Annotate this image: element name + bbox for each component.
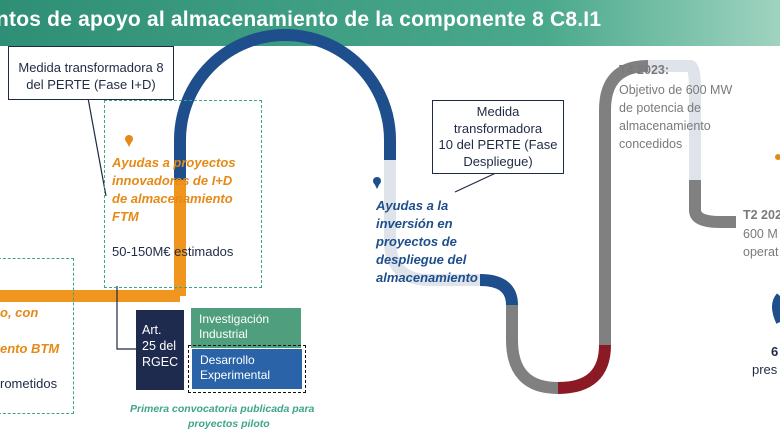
despliegue-line-3: proyectos de [376, 234, 457, 249]
ftm-box [104, 100, 262, 288]
location-pin-icon [125, 135, 133, 147]
page-title: ntos de apoyo al almacenamiento de la co… [0, 8, 602, 31]
despliegue-line-1: Ayudas a la [376, 198, 449, 213]
ftm-title-4: FTM [112, 209, 139, 224]
track-faded-descent [384, 160, 480, 286]
track-blue-edge [772, 293, 780, 324]
track-darkred-section [557, 344, 611, 394]
desarrollo-outline [188, 345, 306, 393]
t2-line-1: 600 M [743, 227, 778, 241]
t4-line-3: almacenamiento [619, 119, 711, 133]
connector-perte10 [454, 171, 499, 193]
ftm-title-3: de almacenamiento [112, 191, 233, 206]
track-faded-top [648, 60, 701, 180]
left-btm-box [0, 258, 74, 414]
desarrollo-line-2: Experimental [200, 368, 271, 382]
left-line-1: o, con [0, 305, 39, 320]
perte-10-line-3: 10 del PERTE (Fase [438, 137, 558, 152]
perte-10-line-2: transformadora [453, 120, 543, 136]
track-gray-right [689, 180, 736, 228]
convocatoria-line-1: Primera convocatoria publicada para [130, 403, 315, 415]
perte-8-label: Medida transformadora 8 del PERTE (Fase … [18, 60, 164, 92]
left-line-3: rometidos [0, 376, 58, 391]
perte-10-line-4: Despliegue) [463, 153, 533, 169]
left-line-2: ento BTM [0, 341, 60, 356]
track-gray-loop [506, 305, 559, 394]
title-banner: ntos de apoyo al almacenamiento de la co… [0, 0, 780, 46]
despliegue-line-4: despliegue del [376, 252, 467, 267]
t4-line-1: Objetivo de 600 MW [619, 83, 733, 97]
connector-perte8 [87, 97, 107, 197]
investigacion-box: Investigación Industrial [191, 308, 301, 348]
investigacion-line-2: Industrial [199, 327, 248, 341]
t2-heading: T2 202 [743, 208, 780, 222]
location-pin-icon [373, 177, 381, 189]
t4-heading: T4 2023: [619, 63, 670, 77]
ftm-title-1: Ayudas a proyectos [112, 155, 236, 170]
track-blue-corner [479, 274, 518, 306]
desarrollo-line-1: Desarrollo [200, 353, 255, 367]
rgec-box: Art. 25 del RGEC [136, 310, 184, 390]
t4-line-2: de potencia de [619, 101, 702, 115]
edge-dot [775, 154, 780, 160]
rgec-line-3: RGEC [142, 355, 179, 369]
ftm-title-2: innovadores de I+D [112, 173, 233, 188]
track-blue-arch [174, 29, 396, 180]
right-bottom-line-2: pres [752, 362, 778, 377]
connector-rgec [116, 286, 136, 350]
rgec-line-1: Art. [142, 323, 162, 337]
convocatoria-line-2: proyectos piloto [188, 418, 270, 430]
t2-line-2: operat [743, 245, 779, 259]
perte-8-box: Medida transformadora 8 del PERTE (Fase … [8, 46, 174, 100]
despliegue-line-5: almacenamiento [376, 270, 478, 285]
t4-line-4: concedidos [619, 137, 683, 151]
track-gray-rise [599, 60, 649, 345]
rgec-line-2: 25 del [142, 339, 177, 353]
perte-10-line-1: Medida [476, 104, 520, 119]
desarrollo-box: Desarrollo Experimental [192, 349, 302, 389]
right-bottom-line-1: 6 [771, 344, 779, 359]
despliegue-line-2: inversión en [376, 216, 453, 231]
perte-10-box: Medida transformadora 10 del PERTE (Fase… [432, 100, 564, 174]
ftm-budget: 50-150M€ estimados [112, 244, 234, 259]
investigacion-line-1: Investigación [199, 312, 270, 326]
